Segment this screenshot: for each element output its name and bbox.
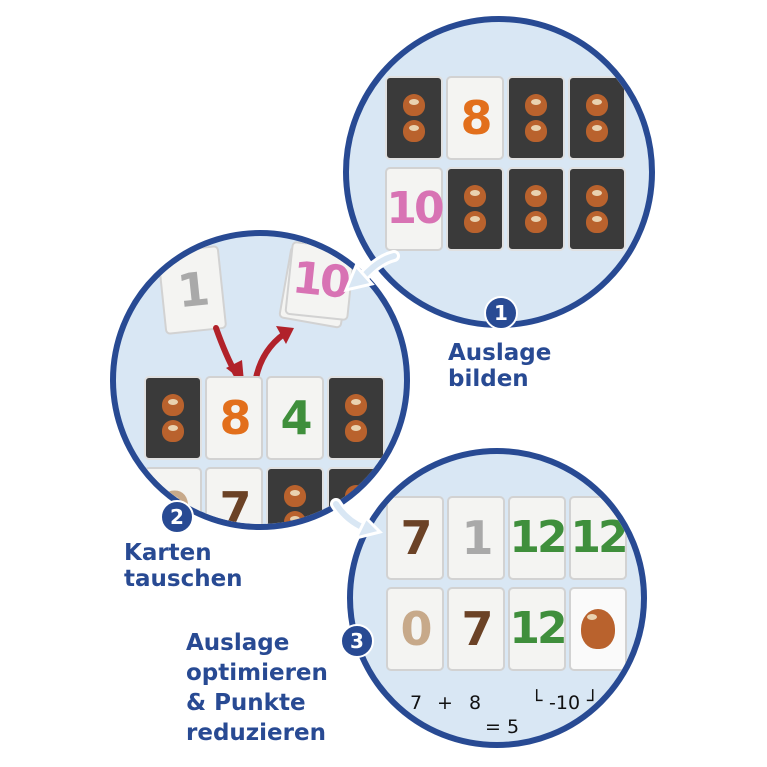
beaver-icon bbox=[525, 211, 547, 233]
beaver-icon bbox=[464, 185, 486, 207]
step1-label: Auslage bilden bbox=[448, 340, 551, 392]
card-value: 12 bbox=[509, 603, 567, 654]
card-face: 0 bbox=[386, 587, 444, 671]
beaver-icon bbox=[586, 94, 608, 116]
card-back bbox=[446, 167, 504, 251]
step2-label-line2: tauschen bbox=[124, 566, 243, 592]
beaver-icon bbox=[586, 185, 608, 207]
card-value: 8 bbox=[460, 91, 492, 145]
swap-arrows-icon bbox=[213, 325, 294, 382]
card-back bbox=[507, 167, 565, 251]
beaver-icon bbox=[162, 394, 184, 416]
card-value: 7 bbox=[400, 511, 432, 565]
card-face: 8 bbox=[446, 76, 504, 160]
flow-arrow-icon bbox=[330, 498, 383, 541]
card-face: 12 bbox=[508, 587, 568, 671]
card-value: 0 bbox=[400, 602, 432, 656]
card-face: 7 bbox=[386, 496, 444, 580]
step3-label-line2: optimieren bbox=[186, 660, 328, 686]
beaver-icon bbox=[284, 511, 306, 524]
card-value: 12 bbox=[570, 512, 628, 563]
flow-arrow-icon bbox=[343, 250, 400, 293]
score-bracket-left: └ bbox=[531, 690, 543, 712]
score-term-a: 7 bbox=[410, 692, 423, 714]
beaver-icon bbox=[162, 420, 184, 442]
card-face: 7 bbox=[447, 587, 505, 671]
card-face: 8 bbox=[205, 376, 263, 460]
step2-label: Karten tauschen bbox=[124, 540, 243, 592]
score-bonus: -10 bbox=[549, 692, 581, 714]
beaver-icon bbox=[525, 120, 547, 142]
card-value: 12 bbox=[509, 512, 567, 563]
card-value: 4 bbox=[280, 391, 312, 445]
beaver-icon bbox=[345, 485, 367, 507]
score-term-b: 8 bbox=[469, 692, 482, 714]
step3-label-line4: reduzieren bbox=[186, 720, 326, 746]
card-face: 10 bbox=[385, 167, 445, 251]
card-value: 7 bbox=[461, 602, 493, 656]
beaver-icon bbox=[586, 120, 608, 142]
step1-circle: 8 10 bbox=[343, 16, 655, 328]
card-back bbox=[507, 76, 565, 160]
beaver-icon bbox=[464, 211, 486, 233]
beaver-icon bbox=[345, 420, 367, 442]
beaver-icon bbox=[581, 609, 615, 649]
beaver-icon bbox=[525, 185, 547, 207]
beaver-icon bbox=[284, 485, 306, 507]
card-back bbox=[327, 376, 385, 460]
step3-label-line3: & Punkte bbox=[186, 690, 306, 716]
beaver-icon bbox=[403, 94, 425, 116]
score-result: = 5 bbox=[485, 716, 520, 738]
step3-badge: 3 bbox=[340, 624, 374, 658]
beaver-icon bbox=[586, 211, 608, 233]
card-face: 4 bbox=[266, 376, 324, 460]
step3-circle: 7 1 12 12 0 7 12 7 + 8 = 5 └ -10 ┘ bbox=[347, 448, 647, 748]
score-bracket-right: ┘ bbox=[587, 690, 599, 712]
step1-label-line2: bilden bbox=[448, 366, 529, 392]
step1-badge: 1 bbox=[484, 296, 518, 330]
step3-label: Auslage optimieren & Punkte reduzieren bbox=[186, 628, 328, 748]
step1-label-line1: Auslage bbox=[448, 340, 552, 366]
score-plus: + bbox=[437, 692, 453, 714]
card-back bbox=[568, 167, 626, 251]
card-value: 1 bbox=[174, 261, 210, 319]
card-value: 8 bbox=[219, 391, 251, 445]
card-back bbox=[385, 76, 443, 160]
step3-label-line1: Auslage bbox=[186, 630, 290, 656]
card-face: 12 bbox=[508, 496, 568, 580]
card-value: 7 bbox=[219, 482, 251, 530]
card-face: 1 bbox=[447, 496, 505, 580]
card-back bbox=[144, 376, 202, 460]
card-face: 7 bbox=[205, 467, 263, 530]
step2-label-line1: Karten bbox=[124, 540, 212, 566]
beaver-icon bbox=[345, 394, 367, 416]
card-face: 12 bbox=[569, 496, 629, 580]
card-value: 1 bbox=[461, 511, 493, 565]
beaver-icon bbox=[403, 120, 425, 142]
card-value: 10 bbox=[386, 183, 444, 234]
step2-badge: 2 bbox=[160, 500, 194, 534]
card-back bbox=[568, 76, 626, 160]
beaver-icon bbox=[525, 94, 547, 116]
card-back bbox=[266, 467, 324, 524]
beaver-card bbox=[569, 587, 627, 671]
